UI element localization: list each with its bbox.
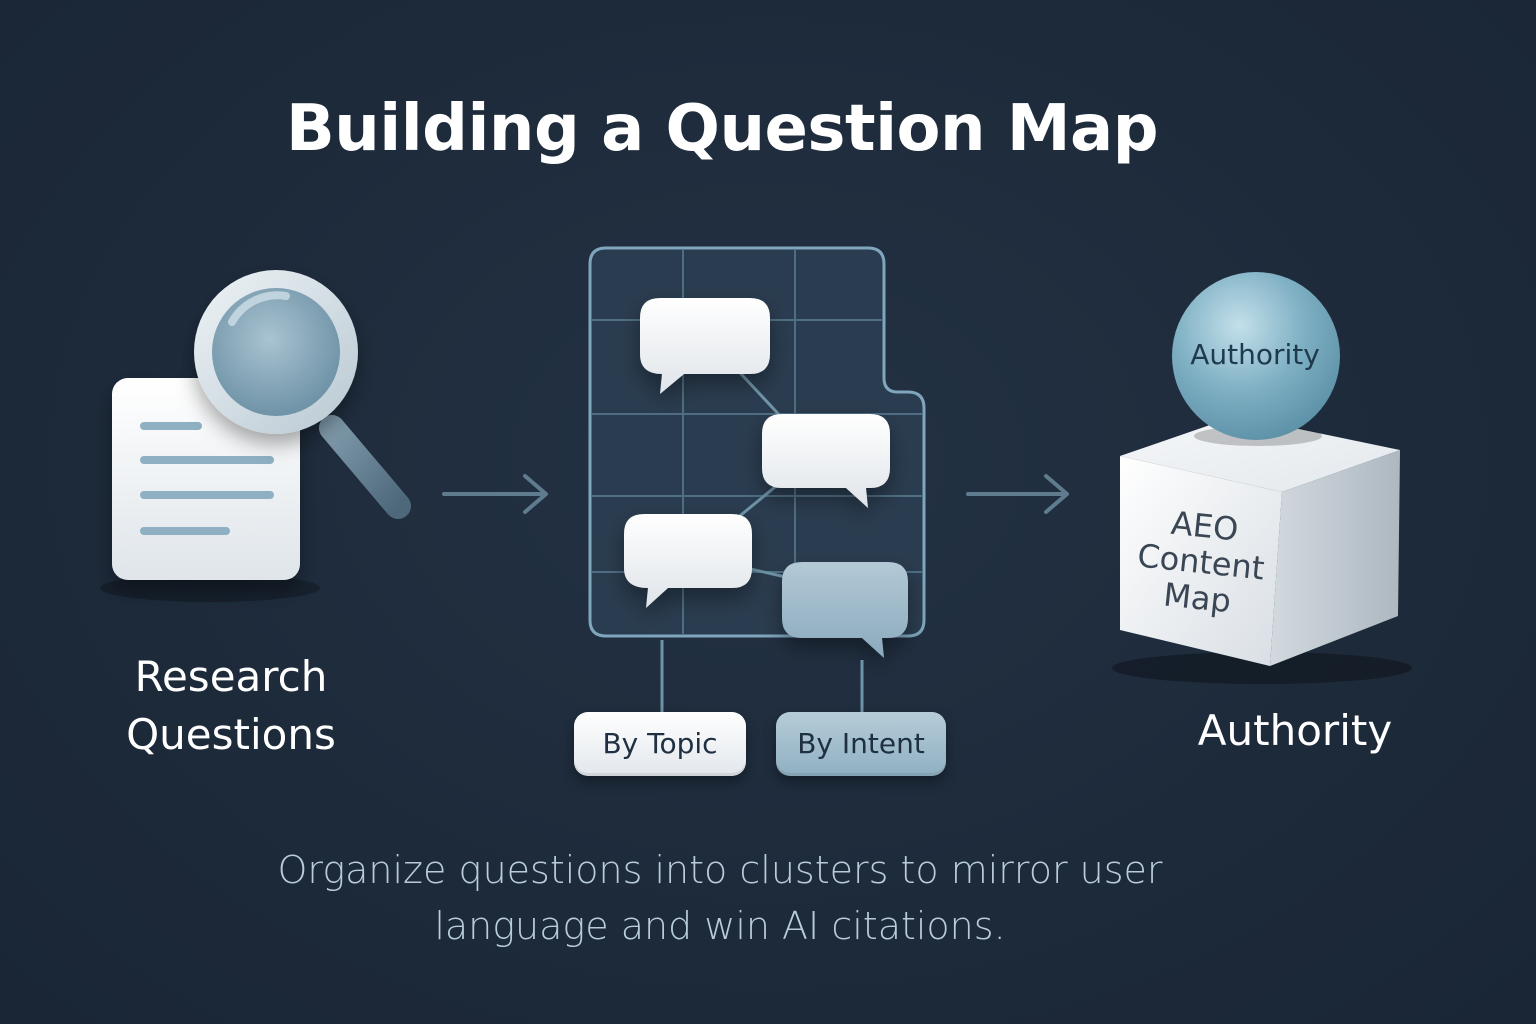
by-topic-pill: By Topic <box>574 712 746 776</box>
arrow-right-icon <box>442 474 548 514</box>
by-intent-pill: By Intent <box>776 712 946 776</box>
caption: Organize questions into clusters to mirr… <box>160 842 1280 954</box>
sphere-authority-label: Authority <box>1190 338 1320 371</box>
magnifier-icon <box>194 270 411 519</box>
question-grid-map-icon <box>588 246 926 712</box>
cube-label: AEO Content Map <box>1121 500 1281 623</box>
authority-sphere-icon <box>1172 272 1340 446</box>
research-label-line1: Research <box>134 652 328 701</box>
content-map-cube-icon <box>1112 416 1412 684</box>
research-label-line2: Questions <box>126 710 336 759</box>
page-title: Building a Question Map <box>285 92 1159 166</box>
research-questions-label: Research Questions <box>96 648 366 764</box>
caption-line2: language and win AI citations. <box>434 904 1006 948</box>
arrow-right-icon <box>966 474 1069 514</box>
authority-label: Authority <box>1197 706 1393 755</box>
caption-line1: Organize questions into clusters to mirr… <box>277 848 1163 892</box>
